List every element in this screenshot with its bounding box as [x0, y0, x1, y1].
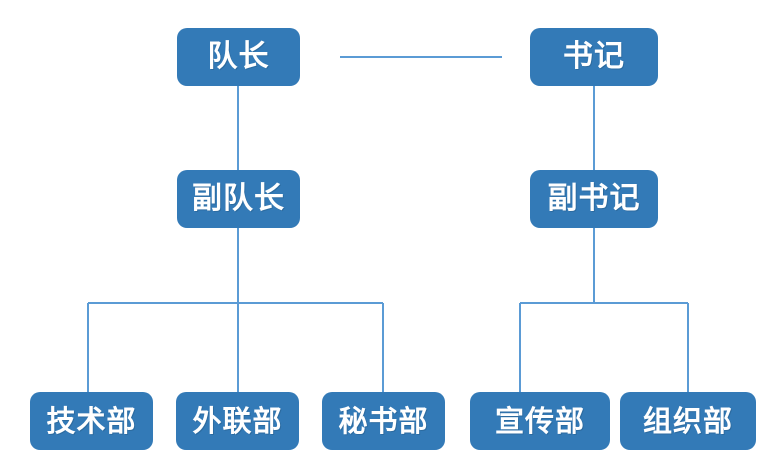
node-department-secretariat[interactable]: 秘书部: [322, 392, 445, 450]
node-department-publicity-label: 宣传部: [494, 403, 585, 438]
node-department-technology[interactable]: 技术部: [30, 392, 153, 450]
node-deputy-secretary-label: 副书记: [547, 181, 641, 216]
node-team-leader-label: 队长: [207, 39, 270, 74]
node-department-technology-label: 技术部: [46, 403, 137, 438]
node-department-publicity[interactable]: 宣传部: [470, 392, 610, 450]
node-department-organization[interactable]: 组织部: [620, 392, 756, 450]
node-deputy-team-leader-label: 副队长: [192, 181, 285, 216]
node-department-organization-label: 组织部: [642, 403, 733, 438]
node-department-secretariat-label: 秘书部: [338, 403, 429, 438]
node-deputy-secretary[interactable]: 副书记: [530, 170, 658, 228]
node-department-external-relations[interactable]: 外联部: [176, 392, 299, 450]
node-team-leader[interactable]: 队长: [177, 28, 300, 86]
node-department-external-relations-label: 外联部: [192, 403, 283, 438]
node-deputy-team-leader[interactable]: 副队长: [177, 170, 300, 228]
node-secretary[interactable]: 书记: [530, 28, 658, 86]
node-secretary-label: 书记: [563, 39, 625, 74]
